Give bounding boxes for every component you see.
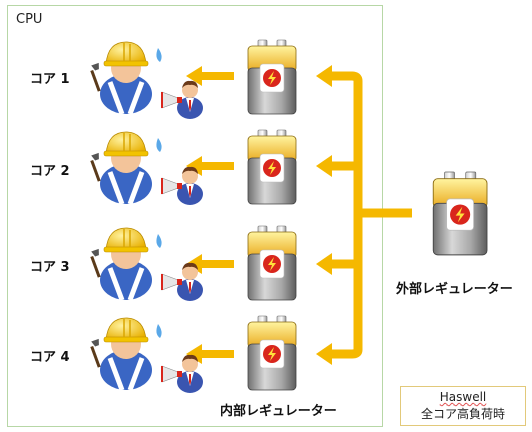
internal-battery-icon-2 xyxy=(247,129,297,205)
worker-icon-3 xyxy=(90,228,161,300)
core-label-4: コア 4 xyxy=(30,350,70,365)
internal-regulator-label: 内部レギュレーター xyxy=(220,404,337,419)
internal-battery-icon-3 xyxy=(247,225,297,301)
cpu-label: CPU xyxy=(16,12,43,27)
worker-icon-4 xyxy=(90,318,161,390)
core-label-2: コア 2 xyxy=(30,164,70,179)
internal-battery-icon-1 xyxy=(247,39,297,115)
note-title: Haswell xyxy=(439,390,487,404)
note-box: Haswell 全コア高負荷時 xyxy=(400,386,526,426)
manager-megaphone-icon-3 xyxy=(161,261,204,302)
manager-megaphone-icon-1 xyxy=(161,79,204,120)
note-subtitle: 全コア高負荷時 xyxy=(420,407,505,421)
internal-battery-icon-4 xyxy=(247,315,297,391)
core-label-3: コア 3 xyxy=(30,260,70,275)
worker-icon-2 xyxy=(90,132,161,204)
power-bus xyxy=(316,65,412,365)
manager-megaphone-icon-2 xyxy=(161,165,204,206)
external-battery-icon xyxy=(432,171,488,256)
external-regulator-label: 外部レギュレーター xyxy=(396,282,513,297)
core-label-1: コア 1 xyxy=(30,72,70,87)
worker-icon-1 xyxy=(90,42,161,114)
manager-megaphone-icon-4 xyxy=(161,353,204,394)
